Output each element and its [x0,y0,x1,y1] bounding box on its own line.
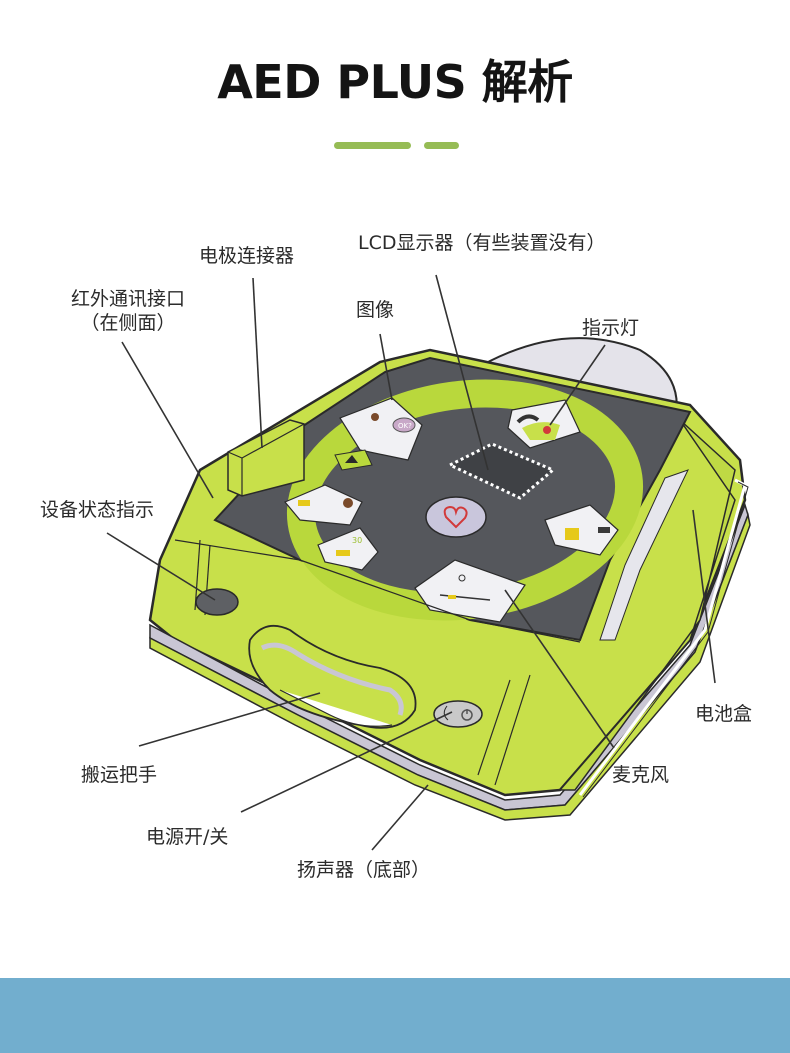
label-battery-box: 电池盒 [695,703,753,725]
power-button[interactable] [433,700,483,728]
pictogram-stand-clear [414,559,526,623]
pictogram-cpr: 30 [317,527,379,571]
pictogram-call-for-help [507,399,581,449]
label-infrared-port-line2: （在侧面） [80,312,176,334]
heart-icon [443,505,468,529]
play-triangle-icon [345,455,358,463]
title-divider-long [334,142,411,149]
label-speaker: 扬声器（底部） [297,859,431,881]
pictogram-airway [284,484,363,526]
label-device-status: 设备状态指示 [40,499,155,521]
label-infrared-port: 红外通讯接口 （在侧面） [58,287,198,335]
power-ring-icon [443,705,449,721]
device-bottom-edge [149,512,751,821]
panel-right-wedge [599,469,689,641]
label-power-switch: 电源开/关 [146,826,229,848]
shock-button[interactable] [425,496,487,538]
title-divider-short [424,142,459,149]
svg-text:30: 30 [352,536,362,545]
leader-lines [106,274,716,851]
aed-device-diagram: OK? 30 [106,274,751,851]
pictogram-attach-pads [544,504,619,556]
page-title: AED PLUS 解析 [217,55,573,109]
battery-side-panel [558,419,736,791]
label-infrared-port-line1: 红外通讯接口 [70,288,185,310]
label-graphics: 图像 [356,299,395,321]
electrode-connector-block [227,419,305,497]
footer-band [0,978,790,1053]
svg-text:OK?: OK? [398,422,412,430]
label-electrode-connector: 电极连接器 [199,245,295,267]
label-lcd-display: LCD显示器（有些装置没有） [358,232,606,254]
pictogram-check-responsiveness: OK? [339,397,423,461]
lcd-display [446,442,556,500]
label-carry-handle: 搬运把手 [81,764,158,786]
label-microphone: 麦克风 [612,764,670,786]
label-indicator-light: 指示灯 [582,317,640,339]
